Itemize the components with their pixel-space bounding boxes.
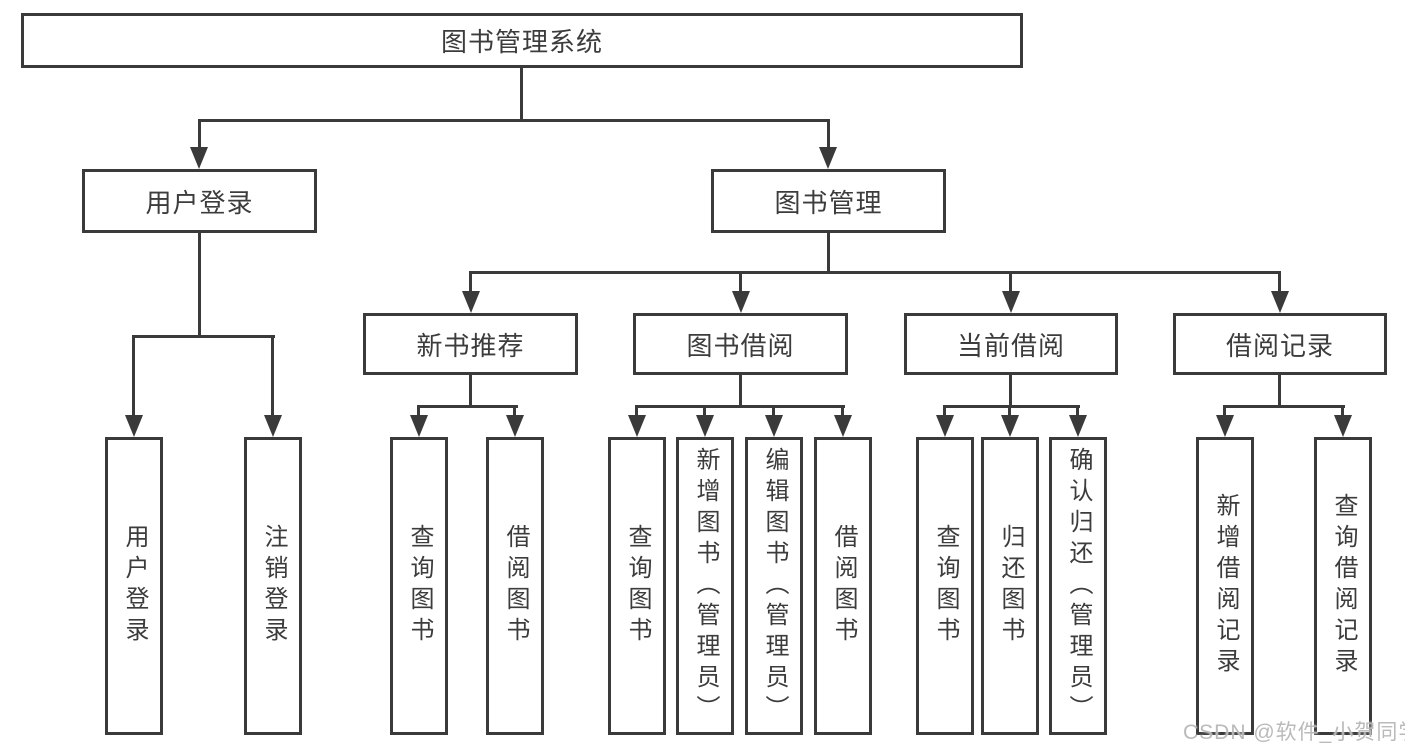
arrow-down-icon <box>696 415 714 437</box>
connector-line <box>827 119 830 149</box>
leaf-edit-book-admin: 编辑图书（管理员） <box>745 437 803 735</box>
connector-line <box>132 335 275 338</box>
arrow-down-icon <box>264 415 282 437</box>
connector-line <box>469 271 1281 274</box>
node-user-login-branch: 用户登录 <box>82 169 317 233</box>
leaf-recommend-borrow-book-label: 借阅图书 <box>502 524 529 648</box>
connector-line <box>1278 271 1281 293</box>
connector-line <box>772 405 775 417</box>
leaf-confirm-return-admin-label: 确认归还（管理员） <box>1065 446 1092 726</box>
connector-line <box>520 68 523 121</box>
leaf-add-borrow-record: 新增借阅记录 <box>1196 437 1254 735</box>
connector-line <box>841 405 844 417</box>
connector-line <box>635 405 845 408</box>
leaf-user-login: 用户登录 <box>105 437 163 735</box>
connector-line <box>198 119 830 122</box>
node-borrow-records: 借阅记录 <box>1173 313 1387 375</box>
arrow-down-icon <box>765 415 783 437</box>
arrow-down-icon <box>462 291 480 313</box>
leaf-edit-book-admin-label: 编辑图书（管理员） <box>761 446 788 726</box>
connector-line <box>417 405 518 408</box>
connector-line <box>132 335 135 417</box>
connector-line <box>1008 405 1011 417</box>
leaf-query-borrow-record: 查询借阅记录 <box>1314 437 1372 735</box>
leaf-borrow-book: 借阅图书 <box>814 437 872 735</box>
node-book-mgmt-branch: 图书管理 <box>711 169 946 233</box>
node-new-book-recommend: 新书推荐 <box>363 313 578 375</box>
leaf-current-query-book-label: 查询图书 <box>932 524 959 648</box>
arrow-down-icon <box>834 415 852 437</box>
connector-line <box>1223 405 1226 417</box>
arrow-down-icon <box>1271 291 1289 313</box>
connector-line <box>198 232 201 338</box>
arrow-down-icon <box>819 147 837 169</box>
arrow-down-icon <box>125 415 143 437</box>
node-current-borrow: 当前借阅 <box>904 313 1118 375</box>
arrow-down-icon <box>732 291 750 313</box>
connector-line <box>417 405 420 417</box>
leaf-add-book-admin: 新增图书（管理员） <box>676 437 734 735</box>
connector-line <box>703 405 706 417</box>
arrow-down-icon <box>628 415 646 437</box>
arrow-down-icon <box>1002 291 1020 313</box>
connector-line <box>943 405 946 417</box>
connector-line <box>827 232 830 274</box>
leaf-add-borrow-record-label: 新增借阅记录 <box>1212 493 1239 679</box>
connector-line <box>271 335 274 417</box>
connector-line <box>739 271 742 293</box>
connector-line <box>1009 374 1012 407</box>
leaf-user-login-label: 用户登录 <box>121 524 148 648</box>
arrow-down-icon <box>410 415 428 437</box>
leaf-logout: 注销登录 <box>244 437 302 735</box>
leaf-recommend-query-book: 查询图书 <box>390 437 448 735</box>
arrow-down-icon <box>190 147 208 169</box>
connector-line <box>943 405 1080 408</box>
leaf-borrow-query-book-label: 查询图书 <box>624 524 651 648</box>
connector-line <box>1341 405 1344 417</box>
leaf-logout-label: 注销登录 <box>260 524 287 648</box>
leaf-current-query-book: 查询图书 <box>916 437 974 735</box>
connector-line <box>198 119 201 149</box>
arrow-down-icon <box>1069 415 1087 437</box>
connector-line <box>469 271 472 293</box>
node-root: 图书管理系统 <box>21 13 1023 68</box>
leaf-recommend-borrow-book: 借阅图书 <box>486 437 544 735</box>
leaf-return-book: 归还图书 <box>981 437 1039 735</box>
arrow-down-icon <box>936 415 954 437</box>
watermark: CSDN @软件_小贺同学 <box>1183 721 1405 744</box>
leaf-recommend-query-book-label: 查询图书 <box>406 524 433 648</box>
arrow-down-icon <box>506 415 524 437</box>
leaf-query-borrow-record-label: 查询借阅记录 <box>1330 493 1357 679</box>
leaf-borrow-query-book: 查询图书 <box>608 437 666 735</box>
connector-line <box>1278 374 1281 407</box>
leaf-return-book-label: 归还图书 <box>997 524 1024 648</box>
connector-line <box>635 405 638 417</box>
arrow-down-icon <box>1001 415 1019 437</box>
connector-line <box>739 374 742 407</box>
connector-line <box>1076 405 1079 417</box>
leaf-confirm-return-admin: 确认归还（管理员） <box>1049 437 1107 735</box>
connector-line <box>469 374 472 407</box>
arrow-down-icon <box>1216 415 1234 437</box>
connector-line <box>1223 405 1345 408</box>
leaf-borrow-book-label: 借阅图书 <box>830 524 857 648</box>
arrow-down-icon <box>1334 415 1352 437</box>
leaf-add-book-admin-label: 新增图书（管理员） <box>692 446 719 726</box>
connector-line <box>1009 271 1012 293</box>
connector-line <box>513 405 516 417</box>
node-book-borrow: 图书借阅 <box>633 313 848 375</box>
